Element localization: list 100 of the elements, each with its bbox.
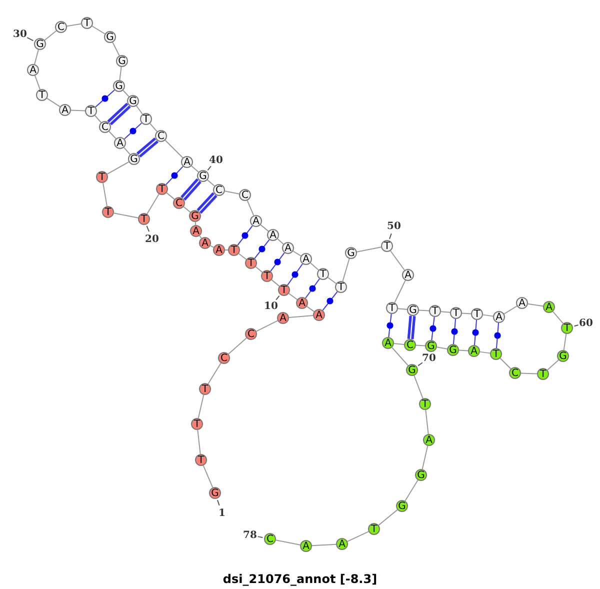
backbone-line: [552, 311, 564, 324]
backbone-line: [112, 42, 120, 56]
nucleotide-circle: A: [250, 215, 262, 227]
nucleotide-circle: G: [345, 247, 357, 259]
base-pair-line: [451, 318, 458, 345]
nucleotide-circle: C: [213, 184, 225, 196]
base-pair-line: [270, 252, 285, 272]
nucleotide-circle: G: [415, 469, 427, 481]
nucleotide-circle: G: [407, 304, 419, 316]
backbone-line: [207, 179, 215, 187]
nucleotide-circle: C: [55, 21, 67, 33]
position-number: 30: [13, 28, 27, 40]
nucleotide-circle: C: [218, 352, 230, 364]
nucleotide-circle: A: [313, 309, 325, 321]
backbone-line: [393, 343, 405, 345]
backbone-line: [479, 351, 491, 354]
nucleotide-circle: T: [450, 307, 462, 319]
nucleotide-circle: A: [199, 237, 211, 249]
base-pair-line: [322, 291, 338, 311]
backbone-line: [440, 311, 451, 313]
base-pair-line: [286, 263, 304, 286]
backbone-line: [146, 194, 160, 214]
nucleotide-circle: T: [561, 322, 573, 334]
backbone-line: [310, 262, 319, 271]
nucleotide-circle: T: [386, 302, 398, 314]
nucleotide-circle: G: [34, 38, 46, 50]
backbone-line: [327, 277, 337, 284]
position-number: 60: [579, 318, 593, 328]
backbone-line: [422, 445, 428, 470]
backbone-line: [260, 224, 269, 232]
nucleotide-circle: T: [381, 240, 393, 252]
backbone-line: [255, 266, 263, 273]
backbone-line: [208, 362, 222, 384]
nucleotide-circle: T: [96, 171, 108, 183]
nucleotide-circle: T: [335, 281, 347, 293]
backbone-line: [546, 360, 560, 370]
backbone-line: [390, 250, 405, 271]
backbone-line: [391, 346, 409, 366]
backbone-line: [194, 221, 196, 226]
nucleotide-circle: A: [493, 311, 505, 323]
backbone-line: [224, 190, 240, 194]
backbone-line: [356, 246, 382, 252]
nucleotide-circle: T: [199, 383, 211, 395]
nucleotide-circle: A: [300, 253, 312, 265]
nucleotide-circle: A: [300, 540, 312, 552]
nucleotide-circle: A: [296, 297, 308, 309]
backbone-line: [271, 279, 280, 287]
nucleotide-circle: A: [336, 538, 348, 550]
nucleotide-circle: C: [239, 189, 251, 201]
backbone-line: [66, 23, 82, 27]
backbone-line: [288, 293, 298, 300]
nucleotide-circle: C: [155, 130, 167, 142]
backbone-line: [183, 206, 191, 213]
base-pair-line: [386, 313, 394, 338]
nucleotide-circle: T: [261, 270, 273, 282]
backbone-line: [414, 375, 424, 399]
backbone-line: [94, 115, 102, 123]
nucleotide-circle: T: [429, 305, 441, 317]
position-number: 10: [264, 300, 278, 312]
nucleotide-circle: C: [264, 533, 276, 545]
backbone-line: [113, 212, 139, 218]
position-number: 50: [387, 220, 401, 232]
backbone-line: [563, 333, 567, 351]
nucleotide-circle: G: [104, 31, 116, 43]
base-pair-line: [430, 316, 436, 341]
backbone-line: [136, 105, 143, 115]
backbone-line: [119, 66, 122, 81]
position-number: 1: [218, 508, 226, 518]
nucleotide-circle: C: [404, 339, 416, 351]
nucleotide-circle: A: [543, 301, 555, 313]
position-number: 78: [243, 530, 257, 540]
nucleotide-circle: A: [282, 242, 294, 254]
nucleotide-circle: T: [195, 454, 207, 466]
position-number: 70: [422, 352, 436, 364]
nucleotide-circle: T: [156, 183, 168, 195]
nucleotide-circle: C: [509, 367, 521, 379]
nucleotide-circle: A: [181, 156, 193, 168]
nucleotide-circle: T: [317, 268, 329, 280]
base-pair-line: [180, 178, 202, 201]
nucleotide-circle: G: [396, 500, 408, 512]
base-pair-line: [107, 102, 131, 126]
base-pair-line: [237, 225, 253, 246]
backbone-line: [228, 337, 248, 355]
caption: dsi_21076_annot [-8.3]: [222, 572, 378, 586]
backbone-line: [246, 200, 254, 216]
nucleotide-circle: A: [114, 137, 126, 149]
nucleotide-circle: T: [245, 257, 257, 269]
backbone-line: [106, 161, 130, 175]
nucleotide-circle: T: [102, 206, 114, 218]
nucleotide-circle: C: [99, 121, 111, 133]
nucleotide-circle: A: [402, 269, 414, 281]
backbone-line: [306, 306, 315, 312]
backbone-line: [312, 544, 336, 546]
nucleotide-circle: T: [36, 89, 48, 101]
backbone-line: [198, 394, 204, 419]
backbone-line: [500, 358, 512, 370]
nucleotide-circle: A: [59, 104, 71, 116]
nucleotide-circle: A: [267, 229, 279, 241]
backbone-line: [108, 130, 116, 140]
backbone-line: [416, 344, 426, 346]
